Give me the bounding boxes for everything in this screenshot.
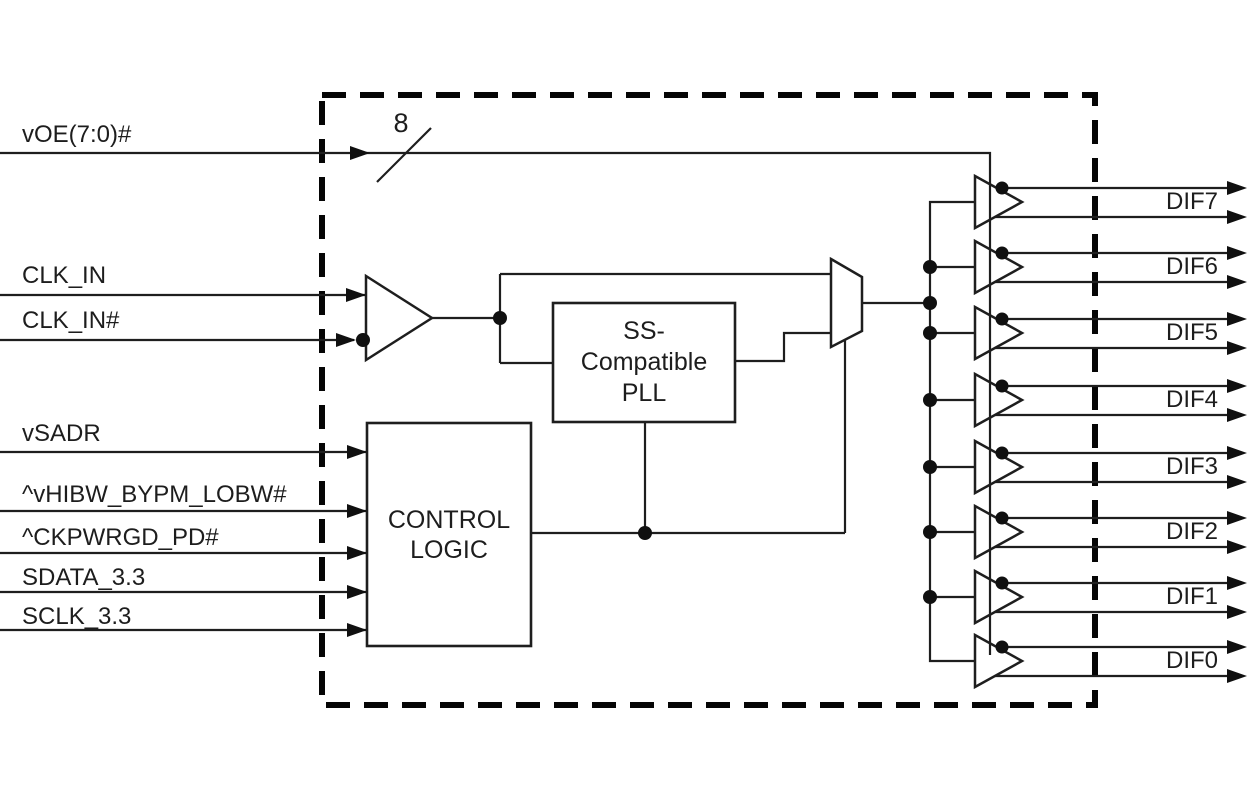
output-polarity-dot bbox=[995, 446, 1009, 460]
junction-dot bbox=[493, 311, 507, 325]
input-label-clk-in-b: CLK_IN# bbox=[22, 307, 120, 334]
arrowhead bbox=[336, 333, 356, 347]
output-polarity-dot bbox=[995, 312, 1009, 326]
junction-dot bbox=[923, 296, 937, 310]
input-label-sclk: SCLK_3.3 bbox=[22, 603, 132, 630]
arrowhead bbox=[1227, 275, 1247, 289]
arrowhead bbox=[1227, 181, 1247, 195]
control-caption-line2: LOGIC bbox=[410, 535, 488, 564]
output-label-dif5: DIF5 bbox=[1165, 319, 1218, 346]
arrowhead bbox=[1227, 379, 1247, 393]
arrowhead bbox=[350, 146, 370, 160]
arrowhead bbox=[347, 546, 367, 560]
output-label-dif7: DIF7 bbox=[1165, 188, 1218, 215]
output-polarity-dot bbox=[995, 511, 1009, 525]
pll-caption-line3: PLL bbox=[621, 379, 667, 407]
arrowhead bbox=[1227, 210, 1247, 224]
output-label-dif4: DIF4 bbox=[1165, 386, 1218, 413]
pll-box bbox=[551, 301, 737, 424]
junction-dots bbox=[356, 181, 1009, 654]
junction-dot bbox=[923, 460, 937, 474]
bus-width-label: 8 bbox=[393, 108, 409, 138]
arrowhead bbox=[1227, 446, 1247, 460]
pll-caption-line2: Compatible bbox=[580, 348, 708, 376]
output-polarity-dot bbox=[995, 576, 1009, 590]
input-label-voe: vOE(7:0)# bbox=[22, 121, 132, 148]
output-polarity-dot bbox=[995, 246, 1009, 260]
arrowhead bbox=[1227, 576, 1247, 590]
control-caption-line1: CONTROL bbox=[387, 505, 511, 534]
arrowhead bbox=[347, 585, 367, 599]
junction-dot bbox=[923, 326, 937, 340]
arrowhead bbox=[346, 288, 366, 302]
arrowhead bbox=[1227, 408, 1247, 422]
clk-in-b-inversion-dot bbox=[356, 333, 370, 347]
pll-box-caption: SS- Compatible PLL bbox=[553, 303, 735, 422]
arrowhead bbox=[1227, 246, 1247, 260]
junction-dot bbox=[638, 526, 652, 540]
input-label-vsadr: vSADR bbox=[22, 420, 101, 447]
arrowhead bbox=[1227, 605, 1247, 619]
pll-output-to-mux bbox=[735, 331, 831, 363]
junction-dot bbox=[923, 393, 937, 407]
pll-caption-line1: SS- bbox=[623, 317, 665, 345]
input-label-vhibw: ^vHIBW_BYPM_LOBW# bbox=[22, 481, 287, 508]
arrowhead bbox=[347, 504, 367, 518]
control-logic-caption: CONTROL LOGIC bbox=[367, 423, 531, 646]
arrowhead bbox=[1227, 669, 1247, 683]
chip-boundary bbox=[319, 92, 1098, 708]
control-logic-box bbox=[365, 421, 533, 648]
junction-dot bbox=[923, 590, 937, 604]
arrowhead bbox=[1227, 341, 1247, 355]
input-buffer-triangle bbox=[364, 273, 435, 363]
input-label-sdata: SDATA_3.3 bbox=[22, 564, 146, 591]
output-label-dif1: DIF1 bbox=[1165, 583, 1218, 610]
internal-routing bbox=[432, 200, 975, 663]
arrowhead bbox=[347, 445, 367, 459]
junction-dot bbox=[923, 525, 937, 539]
output-label-dif2: DIF2 bbox=[1165, 518, 1218, 545]
clock-distribution-bus bbox=[928, 200, 975, 663]
arrowhead bbox=[1227, 511, 1247, 525]
output-polarity-dot bbox=[995, 379, 1009, 393]
bus-width-slash bbox=[376, 127, 432, 183]
output-polarity-dot bbox=[995, 181, 1009, 195]
clock-mux bbox=[829, 256, 864, 350]
arrowhead bbox=[347, 623, 367, 637]
input-label-clk-in: CLK_IN bbox=[22, 262, 107, 289]
input-lines bbox=[0, 127, 432, 632]
junction-dot bbox=[923, 260, 937, 274]
voe-enable-bus bbox=[0, 151, 992, 655]
input-label-ckpwrgd: ^CKPWRGD_PD# bbox=[22, 524, 219, 551]
arrowhead bbox=[1227, 640, 1247, 654]
output-label-dif6: DIF6 bbox=[1165, 253, 1218, 280]
output-polarity-dot bbox=[995, 640, 1009, 654]
output-label-dif0: DIF0 bbox=[1165, 647, 1218, 674]
arrowhead bbox=[1227, 312, 1247, 326]
output-label-dif3: DIF3 bbox=[1165, 453, 1218, 480]
arrowhead bbox=[1227, 475, 1247, 489]
output-buffer-dif6 bbox=[973, 238, 1228, 296]
arrowheads bbox=[336, 146, 1247, 683]
arrowhead bbox=[1227, 540, 1247, 554]
